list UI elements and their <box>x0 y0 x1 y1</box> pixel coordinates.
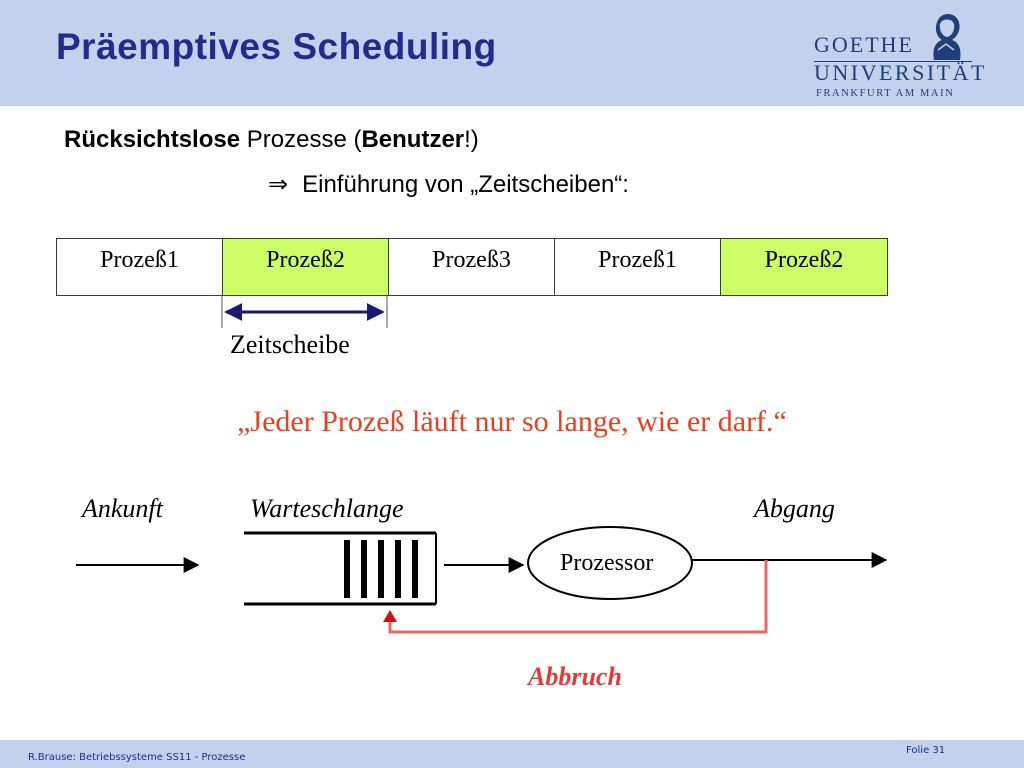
timeline-cell: Prozeß1 <box>57 239 223 295</box>
timeslice-label: Zeitscheibe <box>230 330 350 359</box>
implies-arrow-icon: ⇒ <box>268 170 289 198</box>
subtitle-normal: Prozesse ( <box>240 126 362 153</box>
abort-arrowhead <box>383 610 397 622</box>
logo-line-1: GOETHE <box>814 32 914 57</box>
footer-source: R.Brause: Betriebssysteme SS11 - Prozess… <box>28 752 246 763</box>
subtitle: Rücksichtslose Prozesse (Benutzer!) <box>64 126 479 154</box>
arrival-label: Ankunft <box>82 494 163 523</box>
implies-line: ⇒ Einführung von „Zeitscheiben“: <box>268 170 629 199</box>
abort-label: Abbruch <box>528 662 622 691</box>
departure-label: Abgang <box>754 494 835 523</box>
logo-line-2: UNIVERSITÄT <box>814 60 987 85</box>
timeline-cell: Prozeß1 <box>555 239 721 295</box>
slide-number: Folie 31 <box>906 745 946 756</box>
subtitle-bold-2: Benutzer <box>361 126 465 153</box>
subtitle-end: !) <box>464 126 479 153</box>
timeline-cell: Prozeß3 <box>389 239 555 295</box>
goethe-portrait-icon <box>933 14 961 60</box>
timeline-cell: Prozeß2 <box>721 239 887 295</box>
timeline-cell: Prozeß2 <box>223 239 389 295</box>
abort-feedback-arrow <box>388 560 768 634</box>
implies-text: Einführung von „Zeitscheiben“: <box>302 171 629 198</box>
queue-label: Warteschlange <box>250 494 404 523</box>
header-bar <box>0 0 1024 106</box>
slide-title: Präemptives Scheduling <box>56 26 497 67</box>
subtitle-bold-1: Rücksichtslose <box>64 126 241 153</box>
footer-bar: R.Brause: Betriebssysteme SS11 - Prozess… <box>0 740 1024 768</box>
logo-rule <box>814 61 972 62</box>
processor-node <box>527 526 693 600</box>
logo-line-3: FRANKFURT AM MAIN <box>816 88 955 99</box>
processor-label: Prozessor <box>560 550 654 576</box>
university-logo: GOETHE UNIVERSITÄT FRANKFURT AM MAIN <box>808 10 984 102</box>
process-timeline: Prozeß1 Prozeß2 Prozeß3 Prozeß1 Prozeß2 <box>56 238 888 296</box>
quote-text: „Jeder Prozeß läuft nur so lange, wie er… <box>237 405 787 438</box>
